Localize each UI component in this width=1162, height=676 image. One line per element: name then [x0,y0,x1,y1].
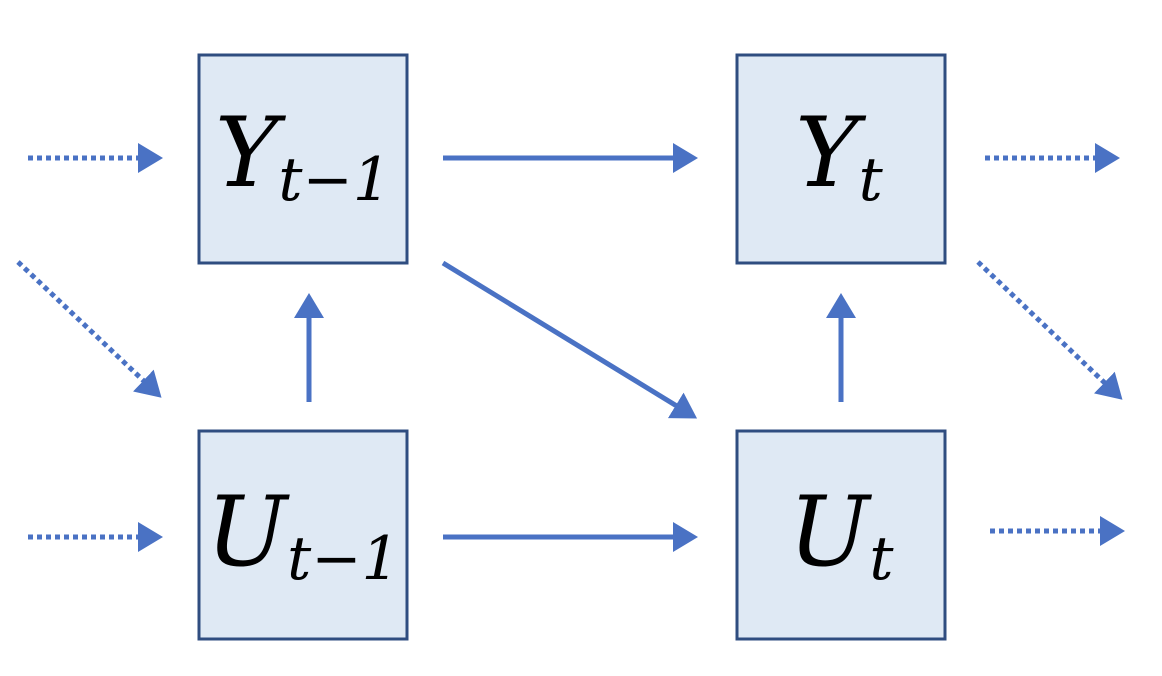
edge-y-curr-diagonal-outgoing [976,260,1123,400]
node-u-prev: Ut−1 [197,429,409,641]
node-u-curr-subscript: t [869,524,894,594]
node-y-prev-label: Yt−1 [215,97,391,215]
edge-y-prev-to-u-curr [441,260,698,419]
node-y-curr-symbol: Y [795,97,867,209]
node-y-prev: Yt−1 [197,53,409,265]
node-y-curr-box [735,53,947,265]
node-y-curr-label: Yt [795,97,883,215]
node-u-prev-symbol: U [206,476,290,588]
node-y-prev-box [197,53,409,265]
node-u-prev-box [197,429,409,641]
node-y-curr-subscript: t [859,145,884,215]
edges [16,143,1125,552]
node-u-curr-symbol: U [788,476,872,588]
node-y-prev-symbol: Y [215,97,287,209]
node-u-curr-box [735,429,947,641]
node-u-curr-label: Ut [788,476,894,594]
node-u-curr: Ut [735,429,947,641]
edge-incoming-diagonal-to-u-prev [16,260,162,398]
node-u-prev-label: Ut−1 [206,476,399,594]
node-y-curr: Yt [735,53,947,265]
node-u-prev-subscript: t−1 [287,524,400,594]
node-y-prev-subscript: t−1 [278,145,391,215]
